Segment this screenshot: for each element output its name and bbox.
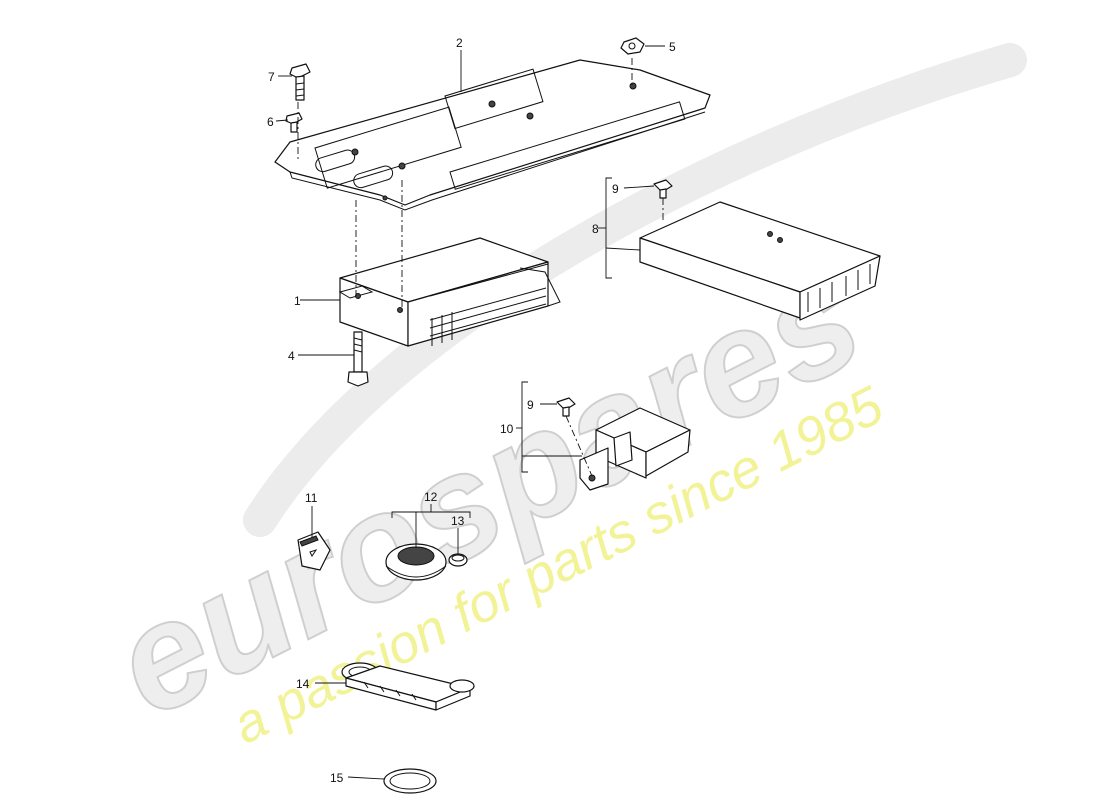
callout-6[interactable]: 6	[267, 115, 274, 129]
part-14-antenna[interactable]	[341, 662, 475, 711]
callout-8[interactable]: 8	[592, 222, 599, 236]
callout-7[interactable]: 7	[268, 70, 275, 84]
callouts: 1 2 4 5 6 7 8 9 9 10 11 12 13 14 15	[267, 36, 676, 785]
callout-11[interactable]: 11	[305, 491, 318, 505]
callout-13[interactable]: 13	[451, 514, 465, 528]
callout-10[interactable]: 10	[500, 422, 514, 436]
part-13-battery[interactable]	[448, 553, 468, 567]
callout-15[interactable]: 15	[330, 771, 344, 785]
callout-9b[interactable]: 9	[527, 398, 534, 412]
part-12-remote[interactable]	[385, 543, 447, 581]
callout-4[interactable]: 4	[288, 349, 295, 363]
part-7-bolt[interactable]	[289, 63, 311, 101]
part-8-control-unit[interactable]	[639, 201, 881, 321]
part-1-control-unit[interactable]	[338, 237, 561, 347]
part-9b-pin[interactable]	[556, 397, 576, 417]
part-9a-pin[interactable]	[653, 179, 673, 199]
callout-2[interactable]: 2	[456, 36, 463, 50]
part-6-screw[interactable]	[285, 112, 303, 133]
part-15-ring[interactable]	[383, 768, 437, 794]
callout-9a[interactable]: 9	[612, 182, 619, 196]
part-10-bracket-unit[interactable]	[579, 407, 691, 491]
assembly-lines	[297, 58, 664, 477]
watermark-swoosh	[243, 43, 1027, 537]
part-2-mounting-plate[interactable]	[274, 59, 711, 211]
callout-5[interactable]: 5	[669, 40, 676, 54]
callout-1[interactable]: 1	[294, 294, 301, 308]
part-5-nut[interactable]	[620, 37, 645, 55]
part-11-key-fob[interactable]	[297, 531, 331, 571]
part-4-bolt[interactable]	[347, 331, 369, 387]
watermark: eurospares a passion for parts since 198…	[87, 43, 1027, 756]
callout-14[interactable]: 14	[296, 677, 310, 691]
callout-12[interactable]: 12	[424, 490, 438, 504]
leader-lines	[275, 45, 665, 780]
